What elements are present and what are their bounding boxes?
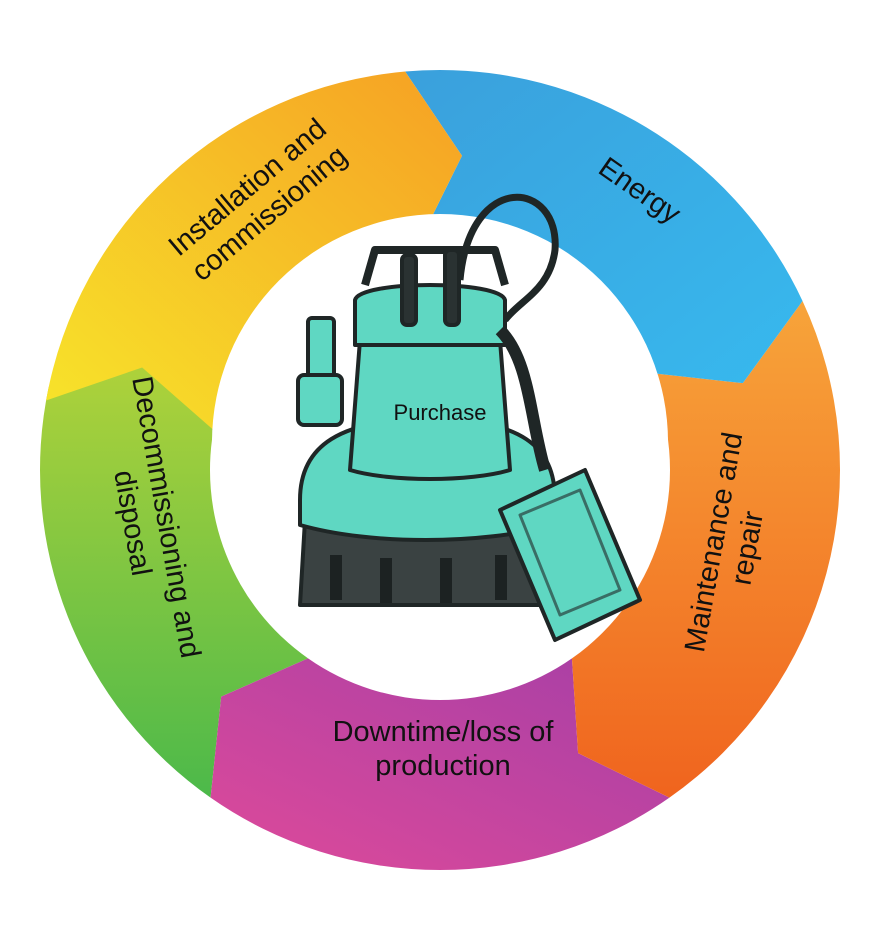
segment-energy	[405, 69, 803, 384]
cycle-ring	[40, 69, 840, 870]
segment-installation	[46, 71, 462, 431]
segment-label-line: production	[375, 750, 510, 782]
submersible-pump-icon	[296, 193, 642, 642]
segment-decommissioning	[40, 357, 309, 798]
segment-maintenance	[571, 300, 840, 798]
segment-label-line: Downtime/loss of	[333, 716, 555, 748]
center-label-purchase: Purchase	[394, 400, 487, 425]
segment-downtime	[210, 658, 670, 870]
